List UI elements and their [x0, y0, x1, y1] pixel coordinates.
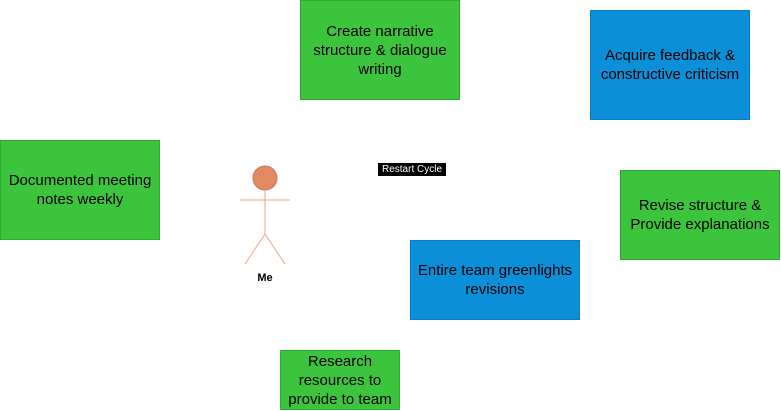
box-acquire-feedback-text: Acquire feedback & constructive criticis…: [600, 47, 740, 83]
box-research-resources-text: Research resources to provide to team: [288, 352, 392, 408]
actor-label: Me: [257, 272, 273, 284]
box-create-narrative[interactable]: Create narrative structure & dialogue wr…: [300, 0, 460, 100]
box-create-narrative-text: Create narrative structure & dialogue wr…: [313, 22, 447, 78]
actor-head: [252, 165, 278, 191]
actor-left-leg: [244, 233, 266, 265]
box-team-greenlights[interactable]: Entire team greenlights revisions: [410, 240, 580, 320]
box-documented-notes[interactable]: Documented meeting notes weekly: [0, 140, 160, 240]
box-team-greenlights-text: Entire team greenlights revisions: [417, 262, 573, 298]
box-research-resources[interactable]: Research resources to provide to team: [280, 350, 400, 410]
actor-figure-icon: [240, 165, 290, 265]
restart-cycle-label: Restart Cycle: [378, 163, 446, 176]
box-documented-notes-text: Documented meeting notes weekly: [8, 172, 152, 208]
box-revise-structure-text: Revise structure & Provide explanations: [630, 197, 770, 233]
box-acquire-feedback[interactable]: Acquire feedback & constructive criticis…: [590, 10, 750, 120]
box-revise-structure[interactable]: Revise structure & Provide explanations: [620, 170, 780, 260]
actor-right-leg: [264, 233, 286, 265]
